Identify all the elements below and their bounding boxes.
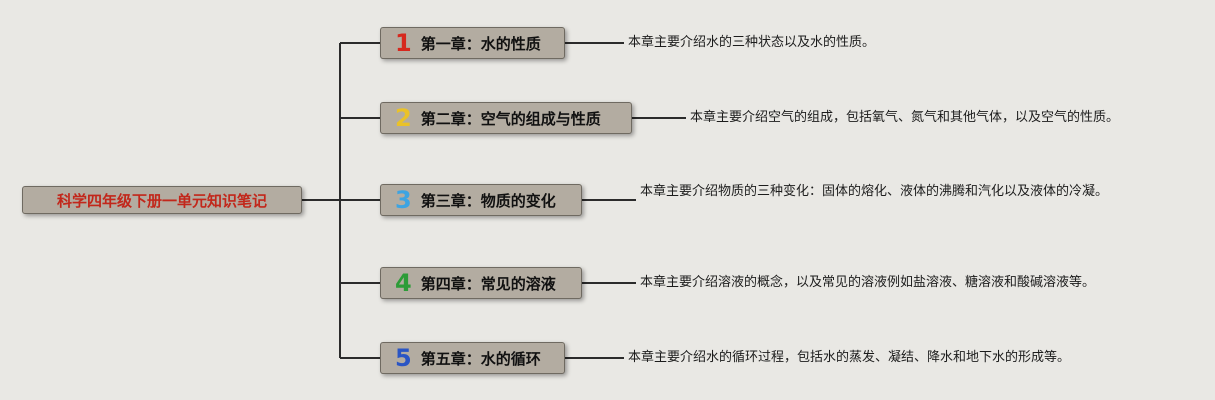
chapter-3-title: 第三章：物质的变化 bbox=[420, 191, 556, 210]
chapter-1-number: 1 bbox=[395, 29, 412, 57]
chapter-5-title: 第五章：水的循环 bbox=[420, 349, 541, 368]
root-label: 科学四年级下册一单元知识笔记 bbox=[56, 191, 267, 210]
chapter-2-title: 第二章：空气的组成与性质 bbox=[420, 109, 601, 128]
chapter-4-description[interactable]: 本章主要介绍溶液的概念，以及常见的溶液例如盐溶液、糖溶液和酸碱溶液等。 bbox=[640, 275, 1096, 290]
root-node[interactable]: 科学四年级下册一单元知识笔记 bbox=[22, 186, 302, 214]
chapter-1-description[interactable]: 本章主要介绍水的三种状态以及水的性质。 bbox=[628, 35, 876, 50]
chapter-2-description[interactable]: 本章主要介绍空气的组成，包括氧气、氮气和其他气体，以及空气的性质。 bbox=[690, 110, 1120, 125]
chapter-node-3[interactable]: 3 第三章：物质的变化 bbox=[380, 184, 582, 216]
chapter-node-2[interactable]: 2 第二章：空气的组成与性质 bbox=[380, 102, 632, 134]
chapter-node-4[interactable]: 4 第四章：常见的溶液 bbox=[380, 267, 582, 299]
chapter-1-title: 第一章：水的性质 bbox=[420, 34, 541, 53]
chapter-3-description[interactable]: 本章主要介绍物质的三种变化：固体的熔化、液体的沸腾和汽化以及液体的冷凝。 bbox=[640, 184, 1109, 199]
chapter-2-number: 2 bbox=[395, 104, 412, 132]
chapter-3-number: 3 bbox=[395, 186, 412, 214]
chapter-4-title: 第四章：常见的溶液 bbox=[420, 274, 556, 293]
chapter-5-number: 5 bbox=[395, 344, 412, 372]
chapter-node-5[interactable]: 5 第五章：水的循环 bbox=[380, 342, 565, 374]
chapter-node-1[interactable]: 1 第一章：水的性质 bbox=[380, 27, 565, 59]
chapter-5-description[interactable]: 本章主要介绍水的循环过程，包括水的蒸发、凝结、降水和地下水的形成等。 bbox=[628, 350, 1071, 365]
chapter-4-number: 4 bbox=[395, 269, 412, 297]
